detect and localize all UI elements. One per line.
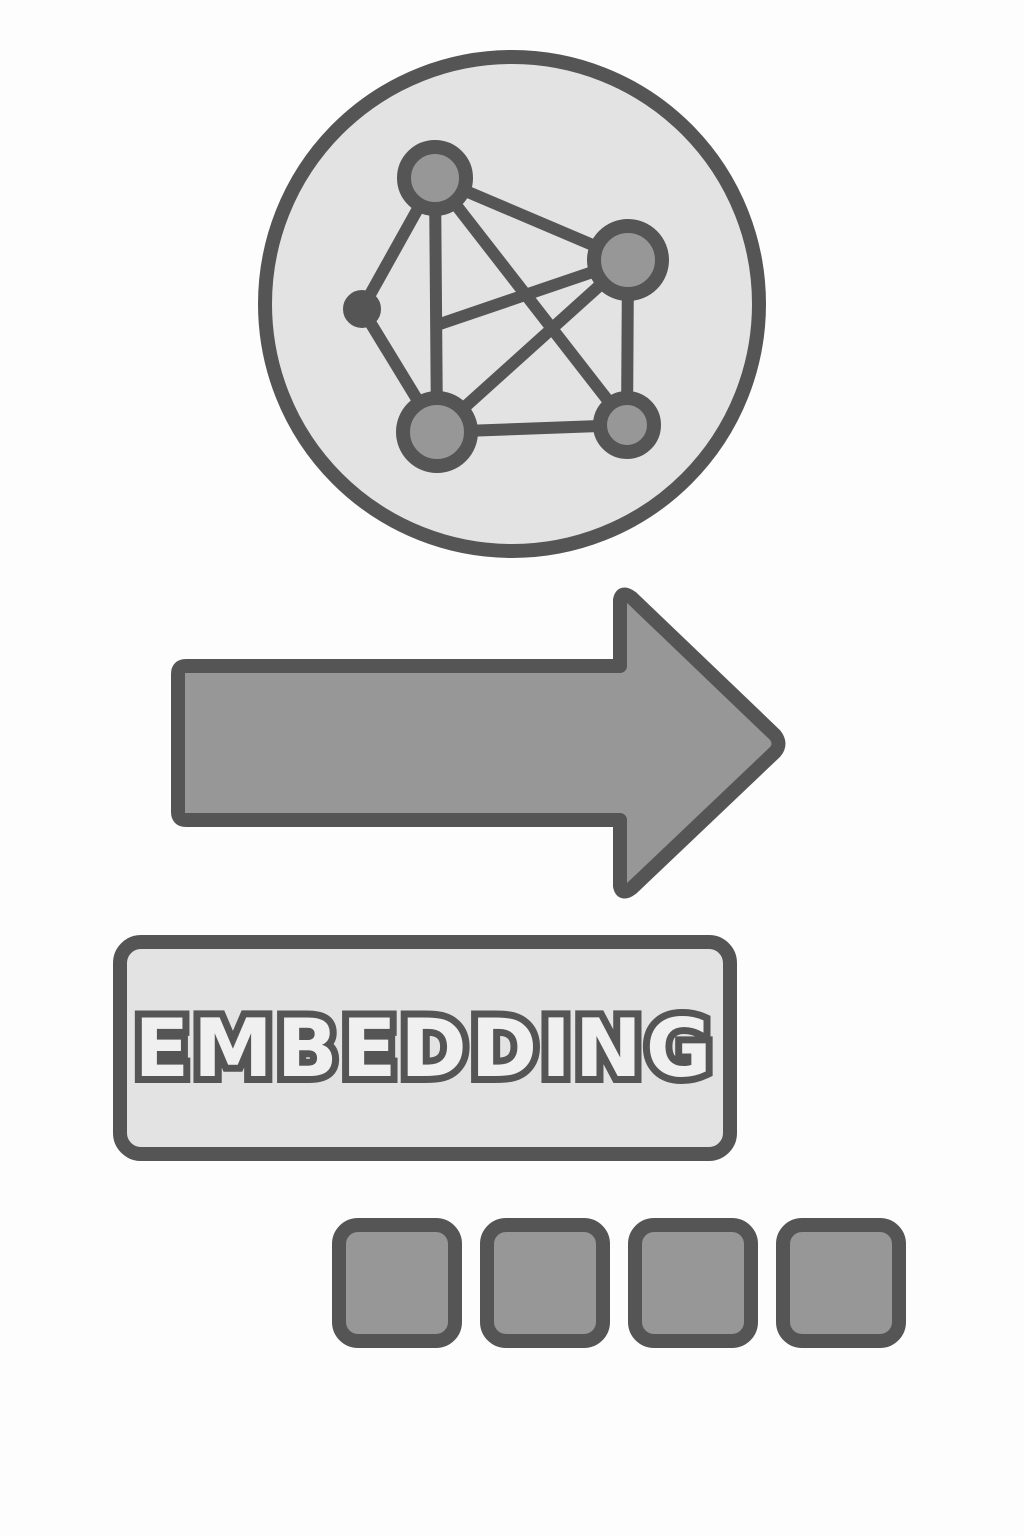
- graph-edge: [429, 172, 633, 431]
- vector-cell: [776, 1218, 906, 1348]
- network-graph-icon: [258, 50, 766, 558]
- graph-nodes: [343, 140, 669, 473]
- vector-cell: [628, 1218, 758, 1348]
- graph-node: [396, 391, 478, 473]
- vector-cell: [332, 1218, 462, 1348]
- embedding-label-box: EMBEDDING: [113, 935, 737, 1161]
- graph-node: [587, 219, 669, 301]
- vector-cells: [332, 1218, 908, 1348]
- graph-node: [593, 391, 661, 459]
- embedding-label: EMBEDDING: [127, 995, 718, 1102]
- graph-node: [397, 140, 473, 216]
- right-arrow-icon: [171, 587, 786, 899]
- graph-edge: [429, 172, 443, 438]
- vector-cell: [480, 1218, 610, 1348]
- graph-node: [343, 290, 381, 328]
- graph-edge: [431, 254, 634, 438]
